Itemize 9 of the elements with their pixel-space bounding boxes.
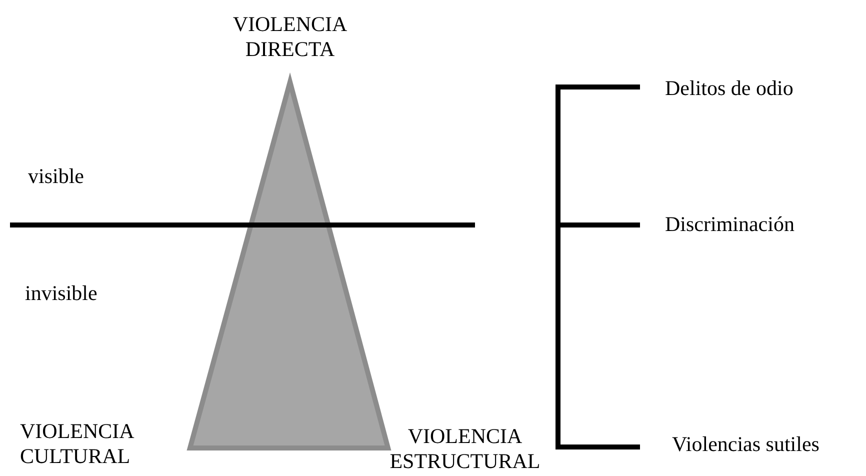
level-label: Discriminación	[665, 212, 796, 237]
triangle-corner-label: VIOLENCIA ESTRUCTURAL	[388, 424, 542, 474]
zone-label: invisible	[25, 281, 98, 306]
triangle-apex-label: VIOLENCIA DIRECTA	[232, 12, 348, 62]
level-label: Delitos de odio	[665, 76, 794, 101]
level-label: Violencias sutiles	[672, 432, 820, 457]
triangle-corner-label: VIOLENCIA CULTURAL	[20, 419, 135, 469]
zone-label: visible	[28, 164, 85, 189]
triangle-shape	[186, 72, 392, 450]
